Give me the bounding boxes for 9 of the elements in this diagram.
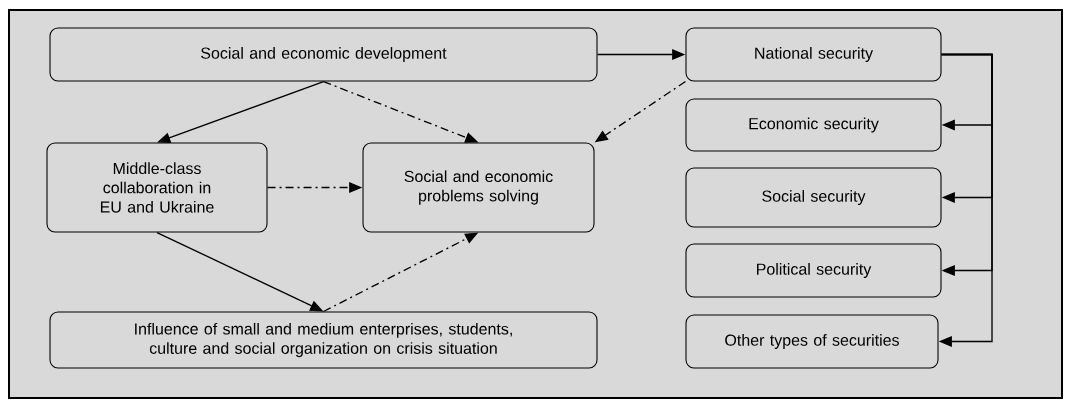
process-box: Economic security [685, 98, 942, 152]
process-box: Political security [685, 243, 942, 298]
process-box: Social security [685, 167, 942, 228]
process-box: Other types of securities [685, 314, 939, 369]
process-box: Middle-class collaboration in EU and Ukraine [46, 142, 268, 233]
process-box: National security [685, 27, 942, 82]
process-box: Social and economic problems solving [362, 142, 595, 233]
process-box: Social and economic development [49, 27, 598, 82]
process-box: Influence of small and medium enterprises, students, culture and social organization on crisis situation [49, 311, 598, 369]
